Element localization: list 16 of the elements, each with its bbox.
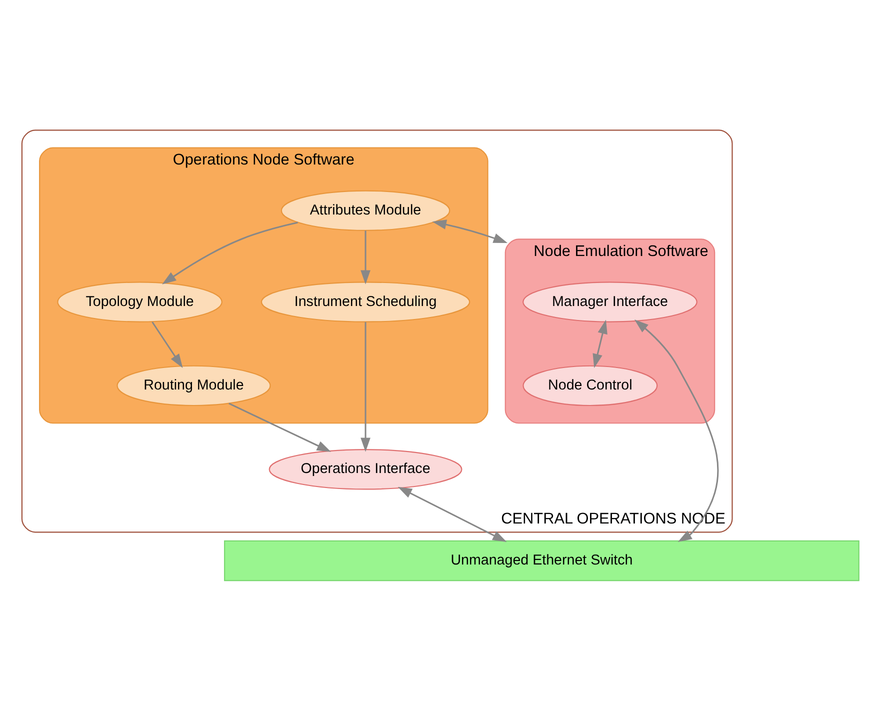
arrow: [360, 230, 370, 284]
arrow: [398, 486, 507, 542]
node-ellipse: Routing Module: [116, 365, 271, 406]
arrow: [592, 320, 608, 368]
arrow: [228, 402, 332, 452]
arrow: [152, 322, 183, 368]
node-ellipse: Node Control: [522, 365, 658, 406]
arrow: [432, 220, 508, 243]
node-box: Unmanaged Ethernet Switch: [224, 540, 860, 582]
node-ellipse: Operations Interface: [268, 449, 462, 490]
arrow: [634, 320, 719, 542]
node-ellipse: Instrument Scheduling: [260, 282, 470, 322]
arrow: [360, 322, 370, 452]
node-ellipse: Topology Module: [57, 282, 222, 322]
node-ellipse: Manager Interface: [522, 282, 698, 322]
arrow: [162, 222, 298, 284]
